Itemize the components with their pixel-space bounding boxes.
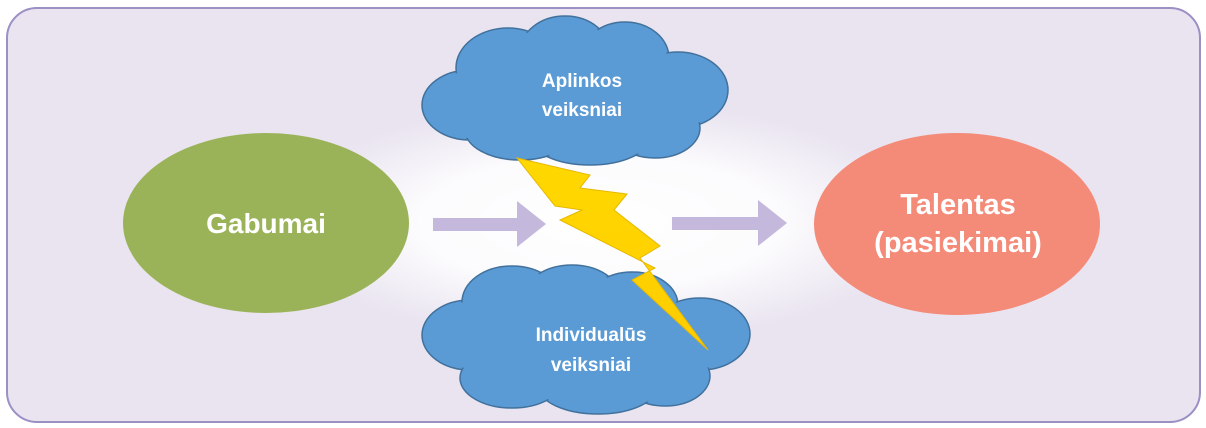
individual-cloud — [421, 264, 751, 415]
individual-label-line1: Individualūs — [536, 325, 647, 346]
individual-label-line2: veiksniai — [551, 355, 631, 376]
arrow-right — [672, 200, 787, 246]
talent-node: Talentas (pasiekimai) — [814, 133, 1100, 315]
talent-label-line1: Talentas — [900, 189, 1016, 221]
abilities-ellipse — [123, 133, 409, 313]
lightning-bolt-icon — [515, 157, 709, 351]
environment-label-line1: Aplinkos — [542, 71, 622, 92]
abilities-label: Gabumai — [206, 208, 326, 239]
abilities-node: Gabumai — [123, 133, 409, 313]
arrow-left — [433, 201, 546, 247]
environment-cloud: Aplinkos veiksniai — [421, 15, 729, 166]
talent-label-line2: (pasiekimai) — [874, 227, 1042, 259]
environment-label-line2: veiksniai — [542, 100, 622, 121]
talent-ellipse — [814, 133, 1100, 315]
